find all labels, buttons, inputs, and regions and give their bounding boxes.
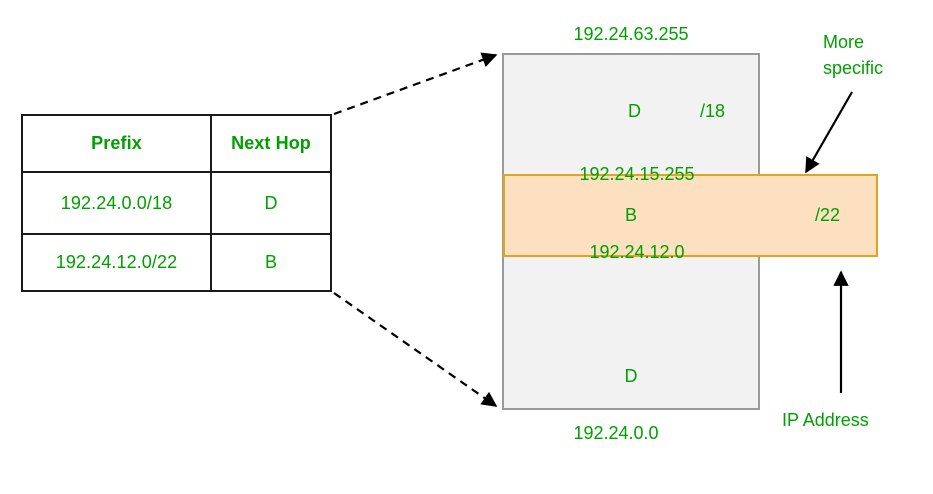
more-specific-band xyxy=(503,174,878,257)
band-prefix-length-label: /22 xyxy=(815,205,841,225)
dashed-connector-lower xyxy=(333,292,498,407)
table-row: 192.24.12.0/22 B xyxy=(23,235,330,290)
cell-next-hop: D xyxy=(264,192,278,213)
lower-region-next-hop-label: D xyxy=(624,366,638,386)
band-next-hop-label: B xyxy=(625,205,638,225)
routing-table: Prefix Next Hop 192.24.0.0/18 D 192.24.1… xyxy=(21,114,332,292)
ip-address-annotation: IP Address xyxy=(782,410,869,430)
column-header-prefix: Prefix xyxy=(23,116,212,171)
upper-region-prefix-length-label: /18 xyxy=(700,101,726,121)
column-header-next-hop: Next Hop xyxy=(231,133,311,153)
more-specific-arrow xyxy=(805,91,853,174)
address-space-top-label: 192.24.63.255 xyxy=(573,24,689,44)
more-specific-annotation: More specific xyxy=(823,32,884,78)
address-space-bottom-label: 192.24.0.0 xyxy=(573,423,659,443)
cell-next-hop: B xyxy=(264,252,278,272)
table-row: 192.24.0.0/18 D xyxy=(23,173,330,235)
table-header-row: Prefix Next Hop xyxy=(23,116,330,173)
dashed-connector-upper xyxy=(333,52,498,116)
cell-prefix: 192.24.12.0/22 xyxy=(23,235,212,290)
band-top-label: 192.24.15.255 xyxy=(579,164,695,184)
upper-region-next-hop-label: D xyxy=(628,101,641,121)
band-bottom-label: 192.24.12.0 xyxy=(589,242,685,262)
cell-prefix: 192.24.0.0/18 xyxy=(23,173,212,233)
